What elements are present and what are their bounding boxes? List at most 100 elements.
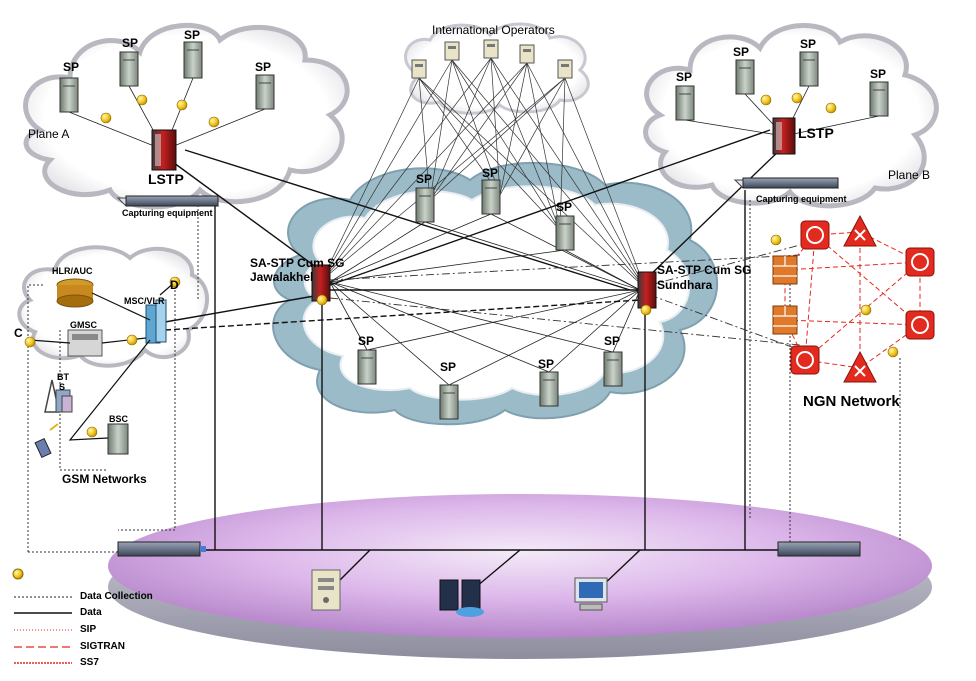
probes [24, 92, 899, 438]
lstp-a-device [151, 129, 177, 171]
database-server-icon [439, 579, 484, 617]
probe-icon [208, 116, 220, 128]
sp-server-icon [439, 384, 459, 420]
platform-rack-left [117, 541, 206, 557]
probe-icon [770, 234, 782, 246]
label-stp-sundhara-2: Sundhara [657, 278, 713, 292]
label-hlr-auc: HLR/AUC [52, 266, 93, 276]
sp-servers [59, 41, 889, 420]
probe-icon [100, 112, 112, 124]
intl-server-icon [519, 44, 535, 64]
sp-server-icon [799, 51, 819, 87]
ngn-softswitch-icon [800, 220, 830, 250]
capturing-rack-a [116, 195, 220, 207]
probe-icon [136, 94, 148, 106]
label-sp: SP [184, 28, 201, 42]
ngn-nodes [772, 214, 935, 383]
sp-server-icon [415, 187, 435, 223]
msc-vlr-device [145, 299, 167, 344]
ngn-softswitch-icon [905, 247, 935, 277]
sp-server-icon [119, 51, 139, 87]
cloud-plane-b [643, 23, 939, 209]
label-plane-a: Plane A [28, 127, 70, 141]
legend-sigtran: SIGTRAN [80, 641, 125, 652]
sp-server-icon [481, 179, 501, 215]
sp-server-icon [869, 81, 889, 117]
probe-icon [860, 304, 872, 316]
label-point-c: C [14, 326, 23, 340]
platform-rack-right [777, 541, 861, 557]
mobile-phone-icon [34, 423, 59, 459]
probe-icon [791, 92, 803, 104]
legend-lines [12, 568, 72, 664]
legend-ss7: SS7 [80, 657, 99, 668]
legend-data-collection: Data Collection [80, 591, 153, 602]
label-sp: SP [870, 67, 887, 81]
label-stp-jawalakhel-2: Jawalakhel [250, 270, 314, 284]
workstation-icon [574, 577, 608, 611]
data-collection-lines [27, 200, 901, 553]
label-sp: SP [676, 70, 693, 84]
label-bts-2: S [59, 382, 66, 392]
probe-icon [640, 304, 652, 316]
label-sp: SP [733, 45, 750, 59]
capturing-rack-b [733, 177, 840, 189]
platform [108, 494, 932, 659]
sp-server-icon [735, 59, 755, 95]
legend-sip: SIP [80, 624, 97, 635]
label-sp: SP [63, 60, 80, 74]
ngn-gateway-icon [843, 350, 877, 383]
label-sp: SP [358, 334, 375, 348]
data-lines [164, 129, 790, 593]
sp-server-icon [183, 41, 203, 79]
label-sp: SP [604, 334, 621, 348]
sp-server-icon [255, 74, 275, 110]
sp-server-icon [675, 85, 695, 121]
ngn-softswitch-icon [790, 345, 820, 375]
hlr-database [56, 278, 94, 308]
label-lstp-a: LSTP [148, 171, 184, 187]
international-servers [411, 39, 573, 79]
probe-icon [887, 346, 899, 358]
label-plane-b: Plane B [888, 168, 931, 182]
bts-tower [44, 379, 73, 413]
label-sp: SP [440, 360, 457, 374]
label-point-d: D [170, 278, 179, 292]
label-sp: SP [122, 36, 139, 50]
label-gmsc: GMSC [70, 320, 97, 330]
cloud-plane-a [23, 22, 350, 210]
probe-icon [316, 294, 328, 306]
label-msc-vlr: MSC/VLR [124, 296, 165, 306]
stp-sundhara-device [637, 271, 657, 309]
probe-icon [825, 102, 837, 114]
intl-server-icon [411, 59, 427, 79]
sp-server-icon [555, 215, 575, 251]
label-sp: SP [255, 60, 272, 74]
label-stp-jawalakhel-1: SA-STP Cum SG [250, 256, 345, 270]
intl-server-icon [483, 39, 499, 59]
gsm-links [29, 281, 176, 441]
probe-icon [176, 99, 188, 111]
label-gsm-networks: GSM Networks [62, 472, 147, 486]
sp-server-icon [603, 351, 623, 387]
label-sp: SP [482, 166, 499, 180]
label-sp: SP [416, 172, 433, 186]
probe-icon [126, 334, 138, 346]
label-bts-1: BT [57, 372, 69, 382]
bsc-device [107, 423, 129, 455]
label-international-operators: International Operators [432, 23, 555, 37]
cloud-gsm [17, 245, 209, 368]
server-icon [311, 569, 341, 611]
label-stp-sundhara-1: SA-STP Cum SG [657, 263, 752, 277]
probe-icon [169, 276, 181, 288]
lstp-b-device [772, 117, 796, 155]
label-sp: SP [538, 357, 555, 371]
probe-icon [86, 426, 98, 438]
central-mesh [68, 77, 880, 386]
international-mesh [321, 57, 646, 289]
intl-server-icon [444, 41, 460, 61]
ngn-softswitch-icon [905, 310, 935, 340]
probe-icon [24, 336, 36, 348]
